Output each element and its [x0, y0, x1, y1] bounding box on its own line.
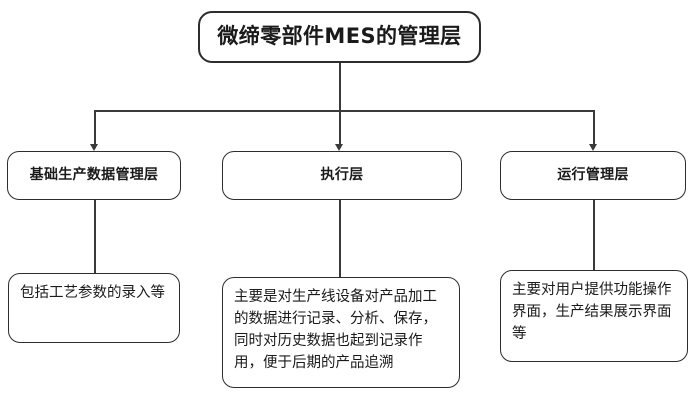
arrowhead-to-layer-execution — [335, 144, 343, 151]
arrowhead-to-layer-operation-management — [589, 144, 597, 151]
layer-node-operation-management[interactable]: 运行管理层 — [500, 151, 686, 200]
arrowhead-to-layer-basic-data — [90, 144, 98, 151]
description-node-basic-data[interactable]: 包括工艺参数的录入等 — [8, 273, 180, 343]
connector-bus-to-layer-operation-management — [593, 110, 595, 148]
root-node-management-layer[interactable]: 微缔零部件MES的管理层 — [198, 11, 481, 63]
description-node-execution-text: 主要是对生产线设备对产品加工的数据进行记录、分析、保存，同时对历史数据也起到记录… — [234, 289, 437, 372]
root-node-label: 微缔零部件MES的管理层 — [217, 24, 462, 49]
connector-bus-to-layer-execution — [339, 110, 341, 148]
connector-layer-basic-data-to-description — [94, 200, 96, 273]
description-node-basic-data-text: 包括工艺参数的录入等 — [20, 285, 165, 301]
description-node-execution[interactable]: 主要是对生产线设备对产品加工的数据进行记录、分析、保存，同时对历史数据也起到记录… — [222, 277, 460, 388]
description-node-operation-management[interactable]: 主要对用户提供功能操作界面，生产结果展示界面等 — [500, 270, 688, 362]
connector-bus-to-layer-basic-data — [94, 110, 96, 148]
connector-layer-execution-to-description — [339, 200, 341, 277]
connector-layer-operation-management-to-description — [593, 200, 595, 270]
layer-node-basic-data-label: 基础生产数据管理层 — [29, 167, 159, 184]
connector-root-to-bus — [339, 63, 341, 111]
description-node-operation-management-text: 主要对用户提供功能操作界面，生产结果展示界面等 — [512, 282, 672, 343]
layer-node-execution[interactable]: 执行层 — [222, 151, 462, 200]
layer-node-basic-data[interactable]: 基础生产数据管理层 — [7, 151, 181, 200]
layer-node-execution-label: 执行层 — [320, 167, 364, 184]
connector-bus-horizontal — [94, 110, 595, 112]
layer-node-operation-management-label: 运行管理层 — [557, 167, 629, 184]
